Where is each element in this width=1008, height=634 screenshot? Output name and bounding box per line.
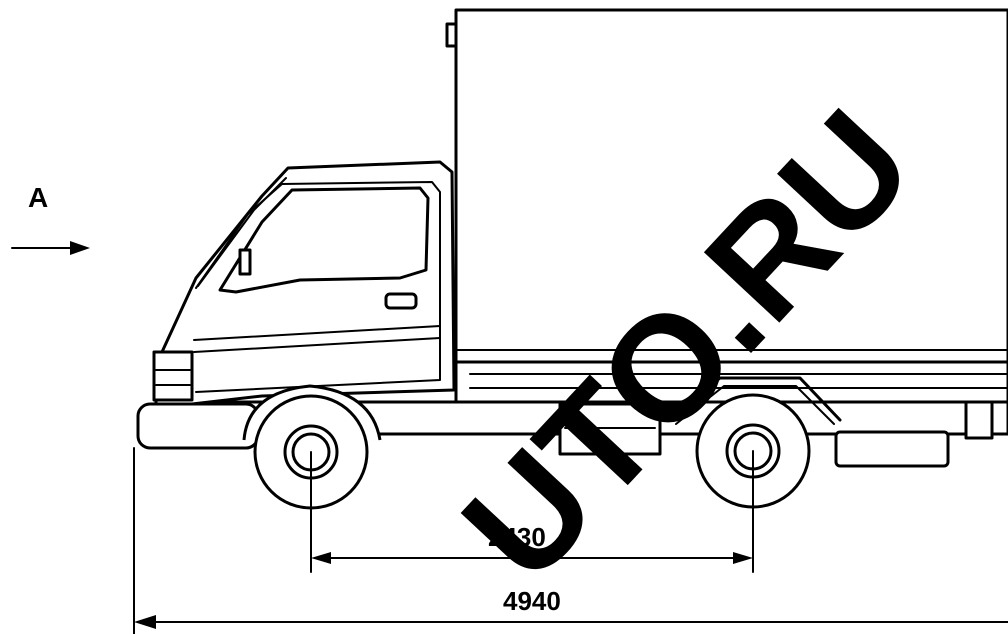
wheelbase-arrow-right bbox=[733, 552, 753, 564]
cab-door-outline bbox=[195, 181, 441, 393]
cargo-box-marker-light bbox=[445, 22, 458, 48]
a-pillar bbox=[197, 177, 287, 287]
view-label: A bbox=[28, 182, 48, 213]
dimension-overall-length: 4940 bbox=[133, 447, 1008, 634]
fuel-tank bbox=[834, 430, 950, 468]
view-arrow-head bbox=[70, 241, 90, 255]
length-arrow-left bbox=[134, 615, 156, 629]
wheelbase-value: 2430 bbox=[488, 522, 546, 552]
dimension-wheelbase: 2430 bbox=[310, 450, 754, 573]
cargo-box bbox=[445, 8, 1008, 364]
cab-trim-line-lower bbox=[193, 337, 441, 353]
cab bbox=[136, 160, 456, 450]
chassis-sill bbox=[454, 360, 1008, 404]
rear-bumper-bracket bbox=[964, 400, 994, 440]
length-value: 4940 bbox=[503, 586, 561, 616]
front-bumper bbox=[136, 402, 260, 450]
door-handle bbox=[384, 292, 418, 310]
rear-mudguard bbox=[666, 376, 842, 422]
cargo-box-body bbox=[454, 8, 1008, 364]
headlamp-block bbox=[152, 350, 194, 402]
cab-trim-line-upper bbox=[193, 325, 441, 341]
side-mirror bbox=[238, 248, 252, 276]
cab-side-window bbox=[218, 186, 430, 294]
view-direction-indicator: A bbox=[11, 182, 90, 255]
rear-mudguard-inner bbox=[675, 385, 835, 425]
wheelbase-arrow-left bbox=[311, 552, 331, 564]
